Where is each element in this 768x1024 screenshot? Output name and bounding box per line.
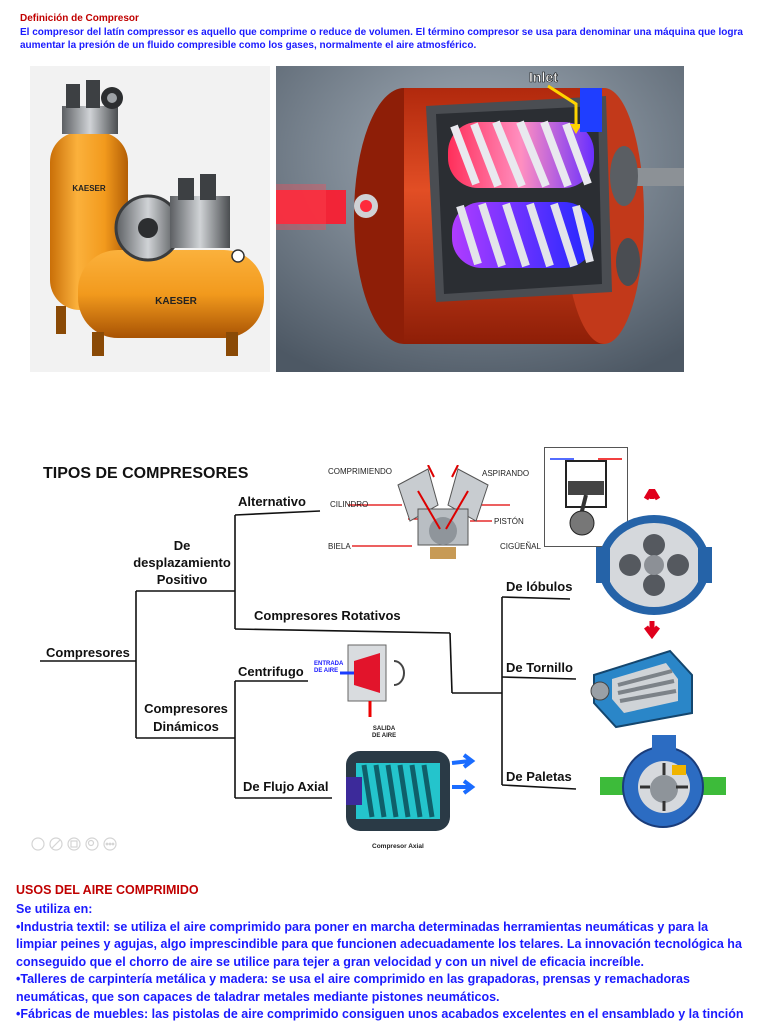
label-salida-line-2: DE AIRE <box>372 733 397 739</box>
kaeser-compressor-photo: KAESER KAESER <box>30 66 270 372</box>
label-aspirando: ASPIRANDO <box>482 469 530 478</box>
node-rotativos: Compresores Rotativos <box>254 608 401 623</box>
node-tornillo: De Tornillo <box>506 660 573 675</box>
node-desplazamiento-positivo: De desplazamiento Positivo <box>130 537 234 588</box>
piston-schematic-icon <box>544 447 628 547</box>
toolbar-circle-icon[interactable] <box>31 837 45 851</box>
usos-line-3: conseguido que el chorro de aire se util… <box>16 954 644 969</box>
screw-compressor-cutaway: Inlet <box>276 66 684 372</box>
definition-text: El compresor del latín compressor es aqu… <box>20 26 750 52</box>
label-salida-aire: SALIDA DE AIRE <box>372 726 396 740</box>
label-cilindro: CILINDRO <box>330 500 369 509</box>
label-entrada-line-2: DE AIRE <box>314 668 339 674</box>
label-comprimiendo: COMPRIMIENDO <box>328 467 392 476</box>
usos-title: USOS DEL AIRE COMPRIMIDO <box>16 883 199 897</box>
node-dynamic-line-2: Dinámicos <box>153 719 219 734</box>
brand-tank-label: KAESER <box>155 296 197 307</box>
screw-compressor-illustration: Inlet <box>276 66 684 372</box>
axial-caption: Compresor Axial <box>372 843 424 850</box>
label-salida-line-1: SALIDA <box>372 726 396 732</box>
label-piston: PISTÓN <box>494 517 524 526</box>
rotor-lower <box>452 202 594 268</box>
label-biela: BIELA <box>328 542 351 551</box>
rotor-upper <box>448 120 594 188</box>
viewer-toolbar <box>30 834 120 854</box>
usos-line-1: •Industria textil: se utiliza el aire co… <box>16 919 709 934</box>
node-flujo-axial: De Flujo Axial <box>243 779 329 794</box>
label-entrada-aire: ENTRADA DE AIRE <box>314 661 343 675</box>
brand-top-label: KAESER <box>72 184 106 193</box>
definition-line-2: aumentar la presión de un fluido compres… <box>20 40 477 51</box>
diagram-connector-lines <box>40 504 577 799</box>
axial-compressor-icon <box>346 751 476 831</box>
usos-line-6: •Fábricas de muebles: las pistolas de ai… <box>16 1007 744 1021</box>
node-alternativo: Alternativo <box>238 494 306 509</box>
compressor-types-diagram: TIPOS DE COMPRESORES Compresores De desp… <box>30 445 768 855</box>
vane-compressor-icon <box>600 735 726 828</box>
usos-line-0: Se utiliza en: <box>16 902 93 916</box>
node-compresores: Compresores <box>46 645 130 660</box>
label-entrada-line-1: ENTRADA <box>314 661 344 667</box>
usos-text: Se utiliza en: •Industria textil: se uti… <box>16 901 756 1024</box>
node-dynamic-line-1: Compresores <box>144 701 228 716</box>
node-paletas: De Paletas <box>506 769 572 784</box>
node-positive-line-1: De <box>173 538 191 553</box>
definition-title: Definición de Compresor <box>20 13 139 24</box>
definition-line-1: El compresor del latín compressor es aqu… <box>20 27 743 38</box>
node-positive-line-2: desplazamiento <box>133 555 231 570</box>
inlet-label: Inlet <box>529 69 558 85</box>
usos-line-2: limpiar peines y agujas, algo imprescind… <box>16 937 742 951</box>
node-positive-line-3: Positivo <box>156 572 208 587</box>
usos-line-4: •Talleres de carpintería metálica y made… <box>16 972 690 986</box>
node-dinamicos: Compresores Dinámicos <box>136 700 236 736</box>
diagram-title: TIPOS DE COMPRESORES <box>43 465 249 482</box>
node-lobulos: De lóbulos <box>506 579 573 594</box>
screw-compressor-icon <box>590 649 693 729</box>
node-centrifugo: Centrifugo <box>238 664 304 679</box>
usos-line-5: neumáticas, que son capaces de taladrar … <box>16 989 500 1004</box>
viewer-toolbar-icons <box>31 837 117 851</box>
lobe-compressor-icon <box>596 489 712 640</box>
reciprocating-piston-icon <box>397 465 489 559</box>
kaeser-compressor-illustration: KAESER KAESER <box>50 80 264 356</box>
centrifugal-compressor-icon <box>340 644 405 717</box>
label-ciguenal: CIGÜEÑAL <box>500 542 541 551</box>
